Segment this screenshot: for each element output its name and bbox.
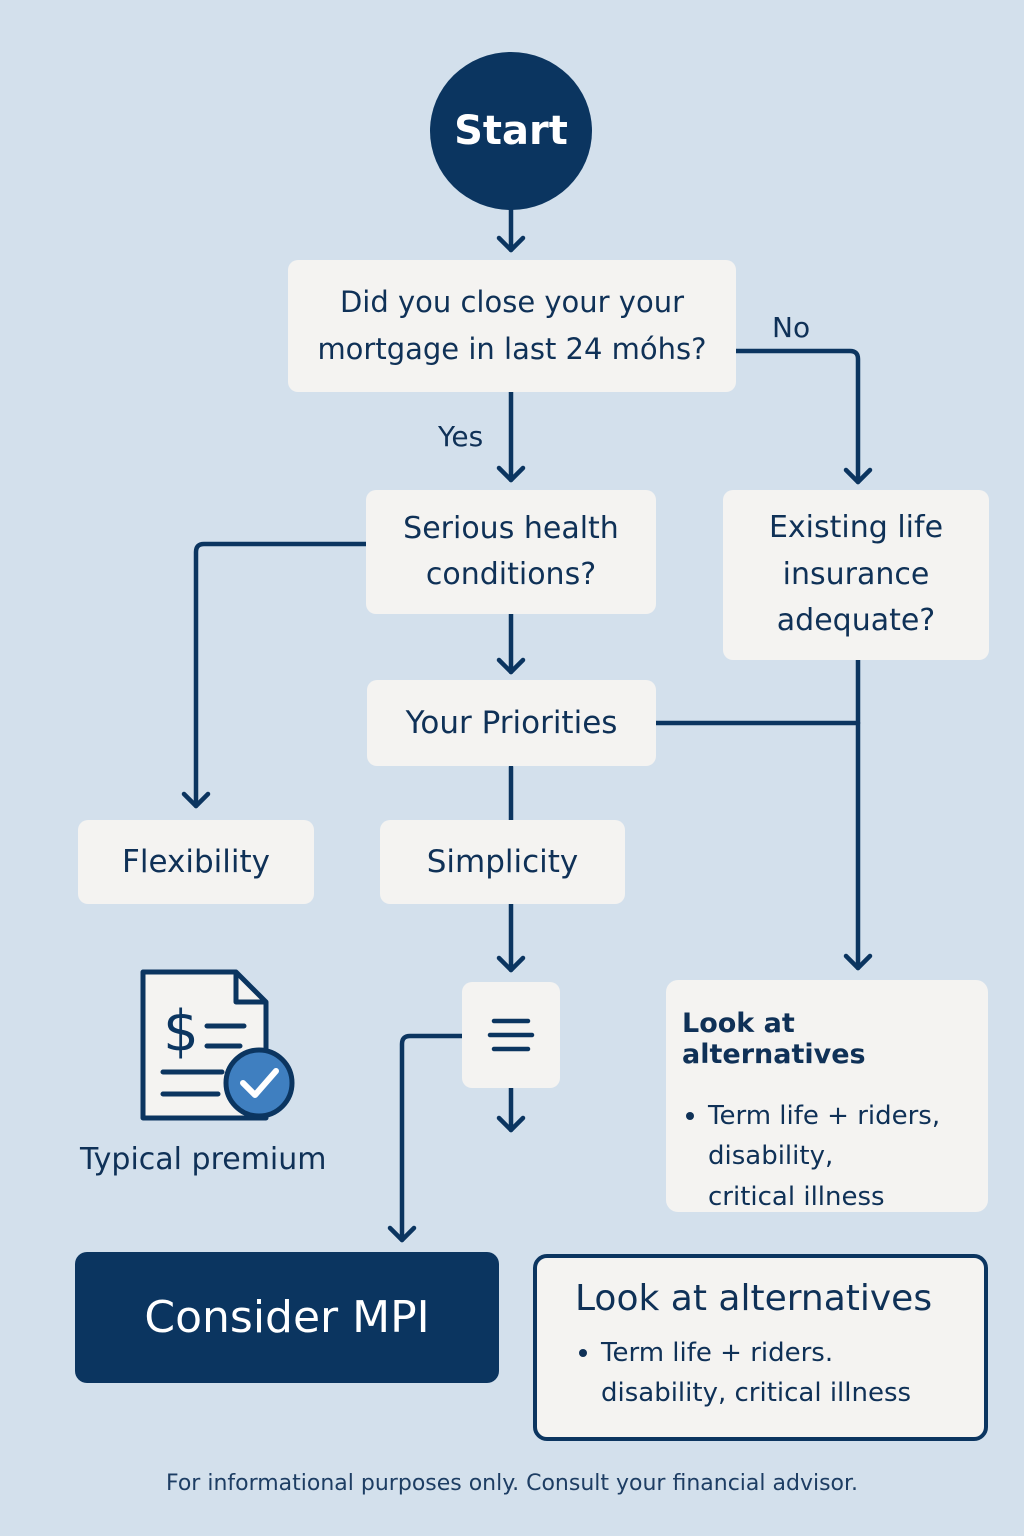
flexibility-text: Flexibility (122, 843, 270, 880)
edge-label-no: No (772, 311, 811, 344)
edge-label-yes: Yes (438, 420, 484, 453)
alternatives-list: Term life + riders, disability, critical… (682, 1096, 978, 1217)
footer-disclaimer: For informational purposes only. Consult… (165, 1471, 859, 1496)
arrow-health-to-flexibility (193, 541, 369, 809)
menu-lines-icon (487, 1018, 535, 1052)
alternatives-summary-list: Term life + riders. disability, critical… (575, 1333, 974, 1414)
mortgage-question-node[interactable]: Did you close your your mortgage in last… (288, 260, 736, 392)
consider-mpi-node[interactable]: Consider MPI (75, 1252, 499, 1383)
mortgage-question-text: Did you close your your mortgage in last… (317, 285, 707, 366)
life-insurance-question-text: Existing life insurance adequate? (768, 510, 944, 639)
arrow-menu-to-mpi (399, 1033, 465, 1243)
svg-text:$: $ (163, 999, 199, 1064)
start-label: Start (454, 108, 568, 154)
start-node[interactable]: Start (430, 52, 592, 210)
alternatives-summary-title: Look at alternatives (575, 1278, 933, 1319)
flexibility-node[interactable]: Flexibility (78, 820, 314, 904)
menu-node[interactable] (462, 982, 560, 1088)
priorities-node[interactable]: Your Priorities (367, 680, 656, 766)
consider-mpi-text: Consider MPI (144, 1292, 430, 1343)
simplicity-node[interactable]: Simplicity (380, 820, 625, 904)
alternatives-summary-card[interactable]: Look at alternatives Term life + riders.… (533, 1254, 988, 1441)
health-question-text: Serious health conditions? (403, 510, 619, 593)
premium-caption: Typical premium (80, 1142, 327, 1177)
simplicity-text: Simplicity (426, 843, 579, 880)
document-dollar-check-icon: $ (140, 969, 295, 1121)
priorities-text: Your Priorities (405, 704, 618, 741)
arrow-no-to-life-insurance (733, 348, 861, 485)
alternatives-card[interactable]: Look at alternatives Term life + riders,… (666, 980, 988, 1212)
alternatives-title: Look at alternatives (682, 1008, 866, 1070)
health-question-node[interactable]: Serious health conditions? (366, 490, 656, 614)
life-insurance-question-node[interactable]: Existing life insurance adequate? (723, 490, 989, 660)
alternatives-item: Term life + riders, disability, critical… (682, 1096, 978, 1217)
alternatives-summary-item: Term life + riders. disability, critical… (575, 1333, 974, 1414)
